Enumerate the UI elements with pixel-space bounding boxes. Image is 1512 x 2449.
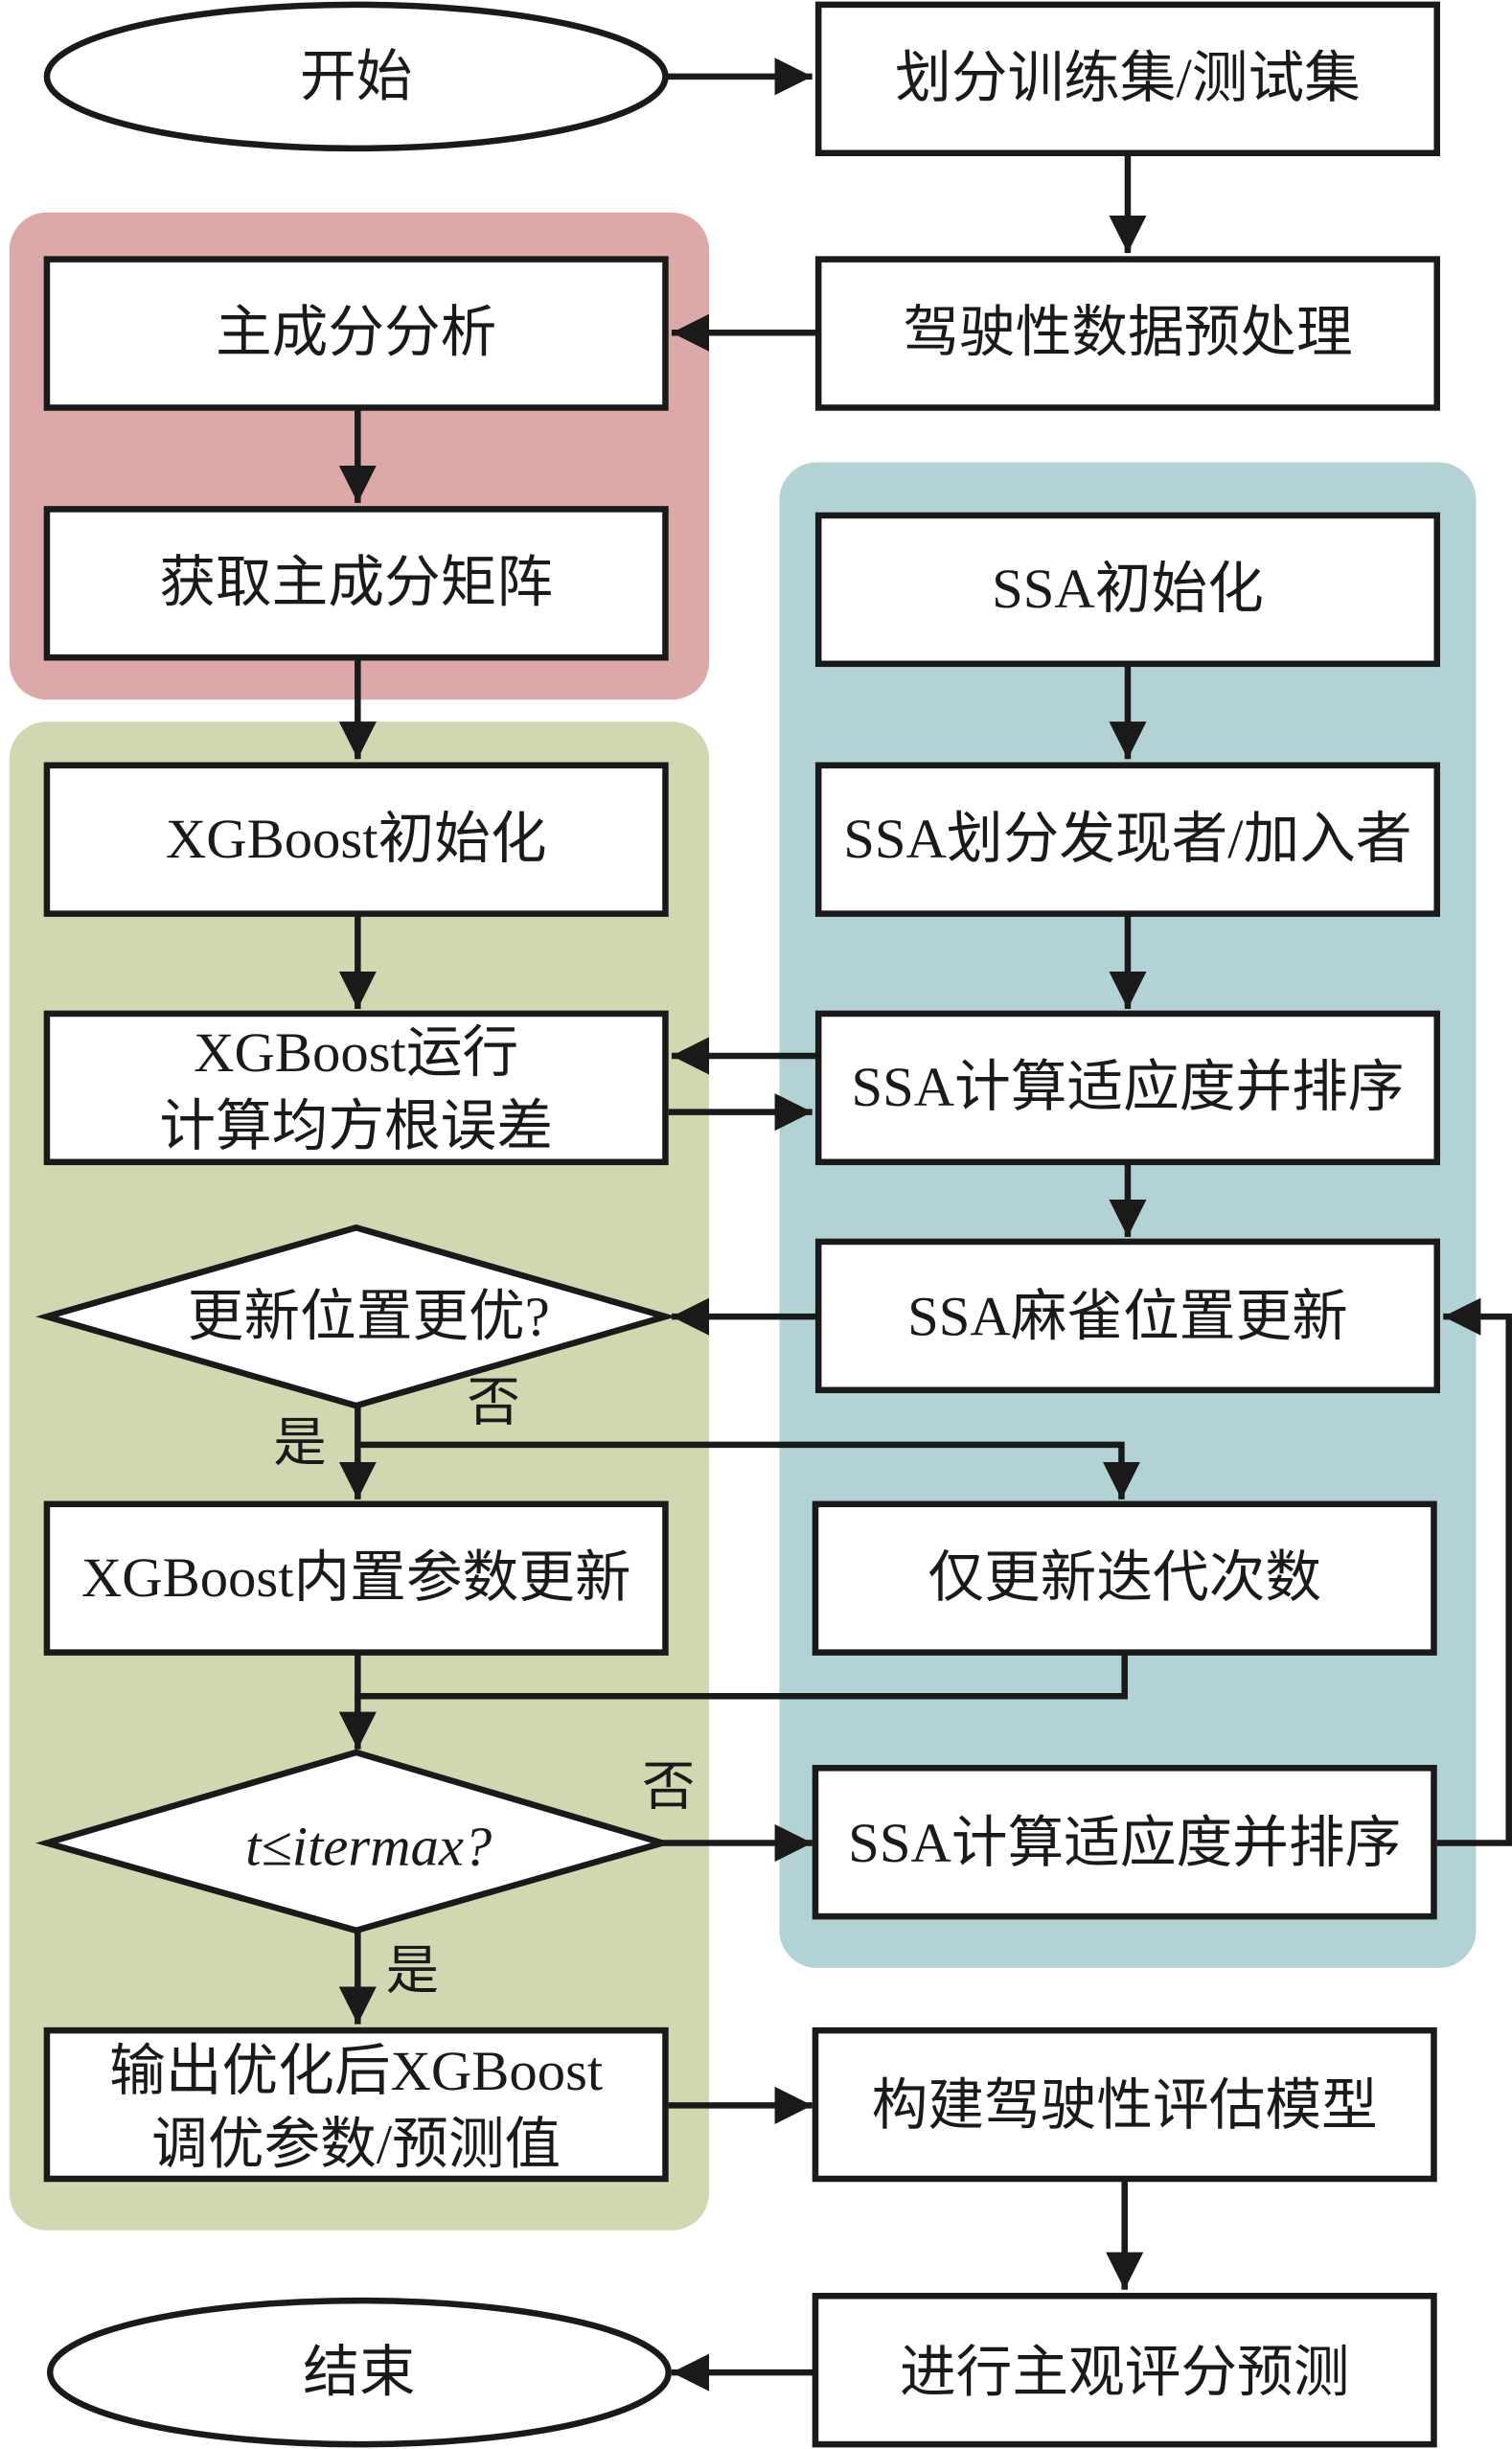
ssa-fitness-2-node (812, 1765, 1437, 1920)
split-label: 划分训练集/测试集 (895, 47, 1361, 109)
ssa-fitness-2-label: SSA计算适应度并排序 (848, 1812, 1401, 1874)
split-node (814, 1, 1440, 157)
ssa-split-node (814, 762, 1440, 917)
xgb-update-node (43, 1500, 669, 1656)
xgb-run-label-2: 计算均方根误差 (159, 1095, 553, 1157)
ssa-fitness-node (814, 1010, 1440, 1166)
no-label-2: 否 (642, 1757, 695, 1816)
decision-better-node (35, 1224, 677, 1409)
end-node (46, 2297, 672, 2448)
ssa-init-node (814, 512, 1440, 668)
yes-label-1: 是 (273, 1414, 326, 1473)
build-model-label: 构建驾驶性评估模型 (872, 2074, 1378, 2137)
output-label-2: 调优参数/预测值 (151, 2114, 561, 2176)
end-label: 结束 (303, 2342, 415, 2404)
xgb-init-node (43, 762, 669, 917)
merge-line (355, 1652, 1128, 1700)
preprocess-label: 驾驶性数据预处理 (903, 302, 1352, 364)
no-label-1: 否 (467, 1373, 519, 1431)
decision-better-label: 更新位置更优? (188, 1286, 550, 1348)
decision-iter-label: t≤itermax? (245, 1815, 492, 1877)
ssa-init-label: SSA初始化 (992, 558, 1264, 620)
predict-label: 进行主观评分预测 (900, 2342, 1349, 2404)
xgb-run-label-1: XGBoost运行 (194, 1021, 518, 1084)
predict-node (812, 2292, 1437, 2448)
decision-iter-node (35, 1749, 674, 1934)
ssa-split-label: SSA划分发现者/加入者 (843, 808, 1411, 870)
arrow-loop-back (1436, 1297, 1512, 1846)
iter-only-label: 仅更新迭代次数 (928, 1546, 1321, 1609)
xgb-update-label: XGBoost内置参数更新 (81, 1546, 631, 1609)
pca-label: 主成分分析 (216, 302, 496, 364)
yes-label-2: 是 (386, 1942, 439, 2001)
xgb-init-label: XGBoost初始化 (166, 808, 547, 870)
iter-only-node (812, 1500, 1437, 1656)
ssa-update-label: SSA麻雀位置更新 (907, 1286, 1348, 1348)
ssa-fitness-label: SSA计算适应度并排序 (851, 1056, 1404, 1118)
start-node (43, 1, 669, 152)
build-model-node (812, 2026, 1437, 2183)
output-label-1: 输出优化后XGBoost (109, 2040, 603, 2102)
start-label: 开始 (300, 45, 412, 107)
pc-matrix-node (43, 506, 669, 661)
pca-node (43, 256, 669, 411)
ssa-update-node (814, 1238, 1440, 1394)
arrow-decision-no (357, 1441, 1141, 1499)
output-node (43, 2026, 669, 2183)
pc-matrix-label: 获取主成分矩阵 (159, 552, 553, 614)
xgb-run-node (43, 1010, 669, 1166)
preprocess-node (814, 256, 1440, 411)
